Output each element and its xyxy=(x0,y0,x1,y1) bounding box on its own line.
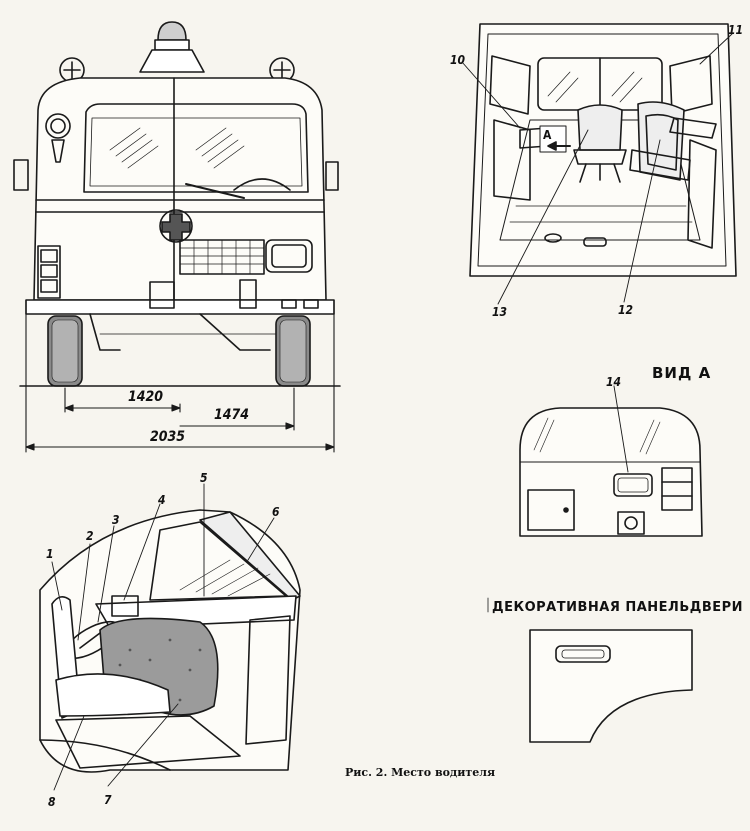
callout-12: 12 xyxy=(618,303,634,317)
callout-3: 3 xyxy=(112,513,120,527)
vehicle-front-view xyxy=(13,21,341,387)
callout-13: 13 xyxy=(492,305,508,319)
door-panel-title: ДЕКОРАТИВНАЯ ПАНЕЛЬДВЕРИ xyxy=(492,600,744,615)
cab-arrow-label: А xyxy=(543,128,552,142)
callout-11: 11 xyxy=(728,23,744,37)
view-a-title: ВИД А xyxy=(652,364,712,382)
cabin-interior-view xyxy=(461,23,737,305)
dimension-lines xyxy=(25,299,335,453)
callout-2: 2 xyxy=(86,529,94,543)
callout-5: 5 xyxy=(200,471,208,485)
callout-14: 14 xyxy=(606,375,622,389)
view-a-drawing xyxy=(519,385,703,537)
dimension-track-rear: 1420 xyxy=(128,389,164,405)
callout-4: 4 xyxy=(158,493,166,507)
callout-8: 8 xyxy=(48,795,56,809)
driver-seat-view xyxy=(39,483,301,791)
door-panel-drawing xyxy=(529,629,693,743)
callout-1: 1 xyxy=(46,547,54,561)
callout-6: 6 xyxy=(272,505,280,519)
dimension-track-front: 1474 xyxy=(214,407,250,423)
callout-10: 10 xyxy=(450,53,466,67)
figure-caption: Рис. 2. Место водителя xyxy=(345,766,496,779)
callout-7: 7 xyxy=(104,793,112,807)
dimension-overall-width: 2035 xyxy=(150,429,186,445)
